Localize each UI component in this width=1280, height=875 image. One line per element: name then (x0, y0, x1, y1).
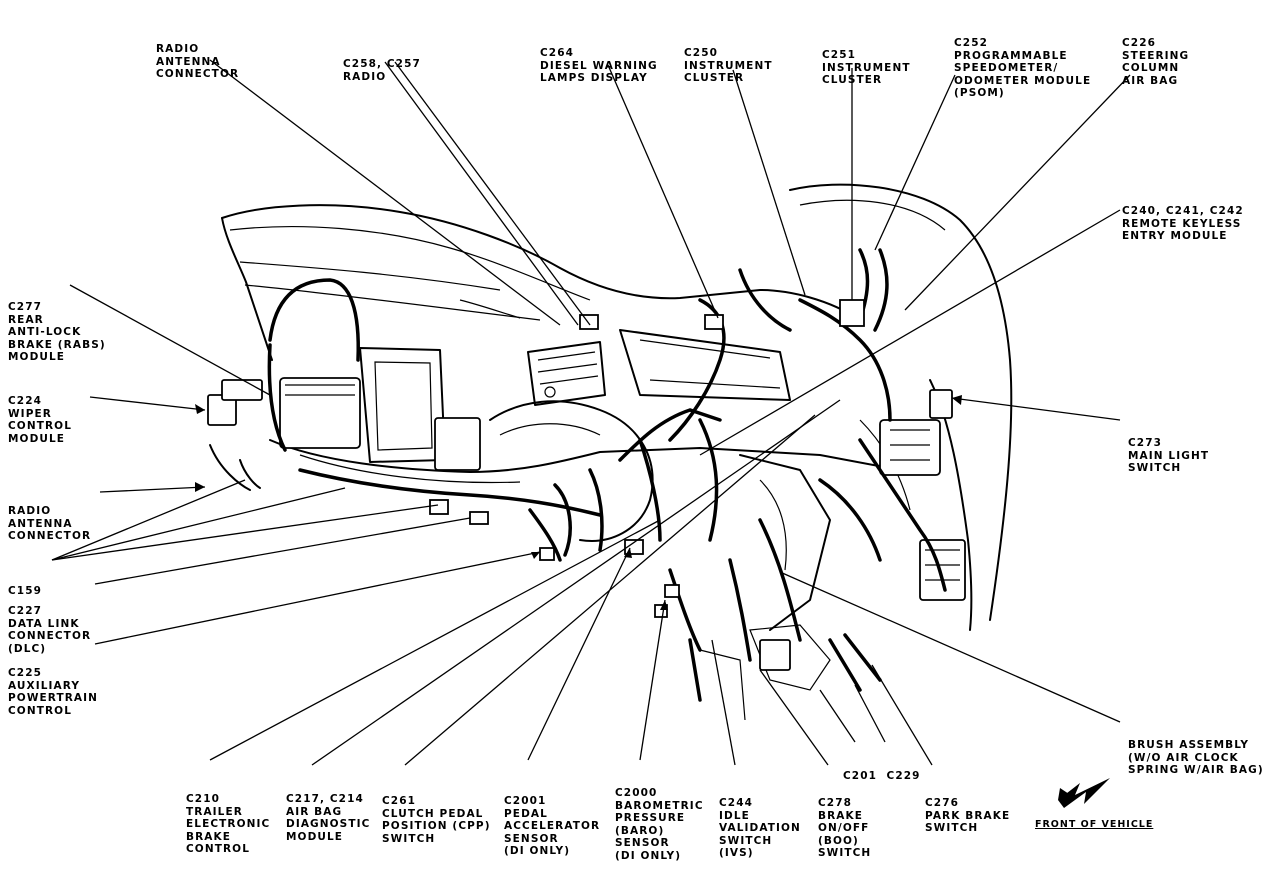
label-c159: C159 (8, 585, 43, 597)
wiring-diagram (51, 59, 1131, 808)
leader-arrowheads (195, 395, 962, 610)
leader-lines (51, 59, 1131, 766)
wiring-harness-drawing (209, 248, 947, 662)
diagram-drawing (51, 59, 1131, 808)
front-of-vehicle-arrow-icon (1058, 778, 1110, 808)
label-c201-c229: C201 C229 (843, 770, 921, 782)
front-of-vehicle-caption: FRONT OF VEHICLE (1035, 819, 1154, 830)
instrument-panel-drawing (207, 183, 1013, 721)
